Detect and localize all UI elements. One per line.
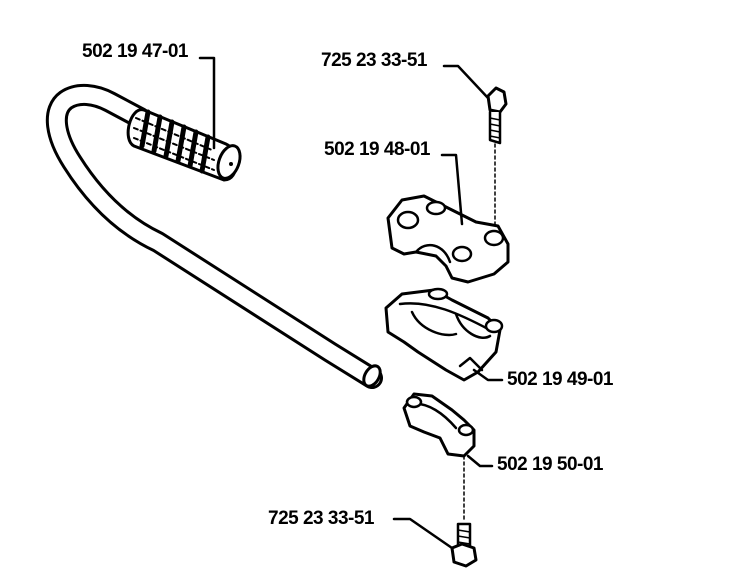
leader-line-2	[442, 64, 490, 100]
leader-line-1	[198, 56, 216, 150]
part-label-upper-screw: 725 23 33-51	[321, 50, 428, 71]
part-label-handle-bar: 502 19 47-01	[82, 41, 189, 62]
lower-clamp	[402, 392, 476, 523]
leader-line-4	[472, 368, 504, 382]
leader-line-5	[466, 454, 494, 468]
grip	[126, 108, 242, 182]
part-label-lower-clamp: 502 19 50-01	[497, 454, 604, 475]
leader-lines	[198, 56, 504, 550]
leader-line-6	[392, 517, 454, 550]
leader-line-3	[440, 153, 464, 226]
part-label-lower-screw: 725 23 33-51	[268, 508, 375, 529]
part-label-middle-clamp: 502 19 49-01	[507, 369, 614, 390]
upper-screw	[486, 86, 508, 233]
handle-bar	[45, 84, 383, 389]
middle-clamp	[384, 287, 504, 382]
part-label-upper-clamp: 502 19 48-01	[324, 139, 431, 160]
lower-screw	[450, 522, 478, 568]
upper-clamp	[386, 194, 510, 284]
